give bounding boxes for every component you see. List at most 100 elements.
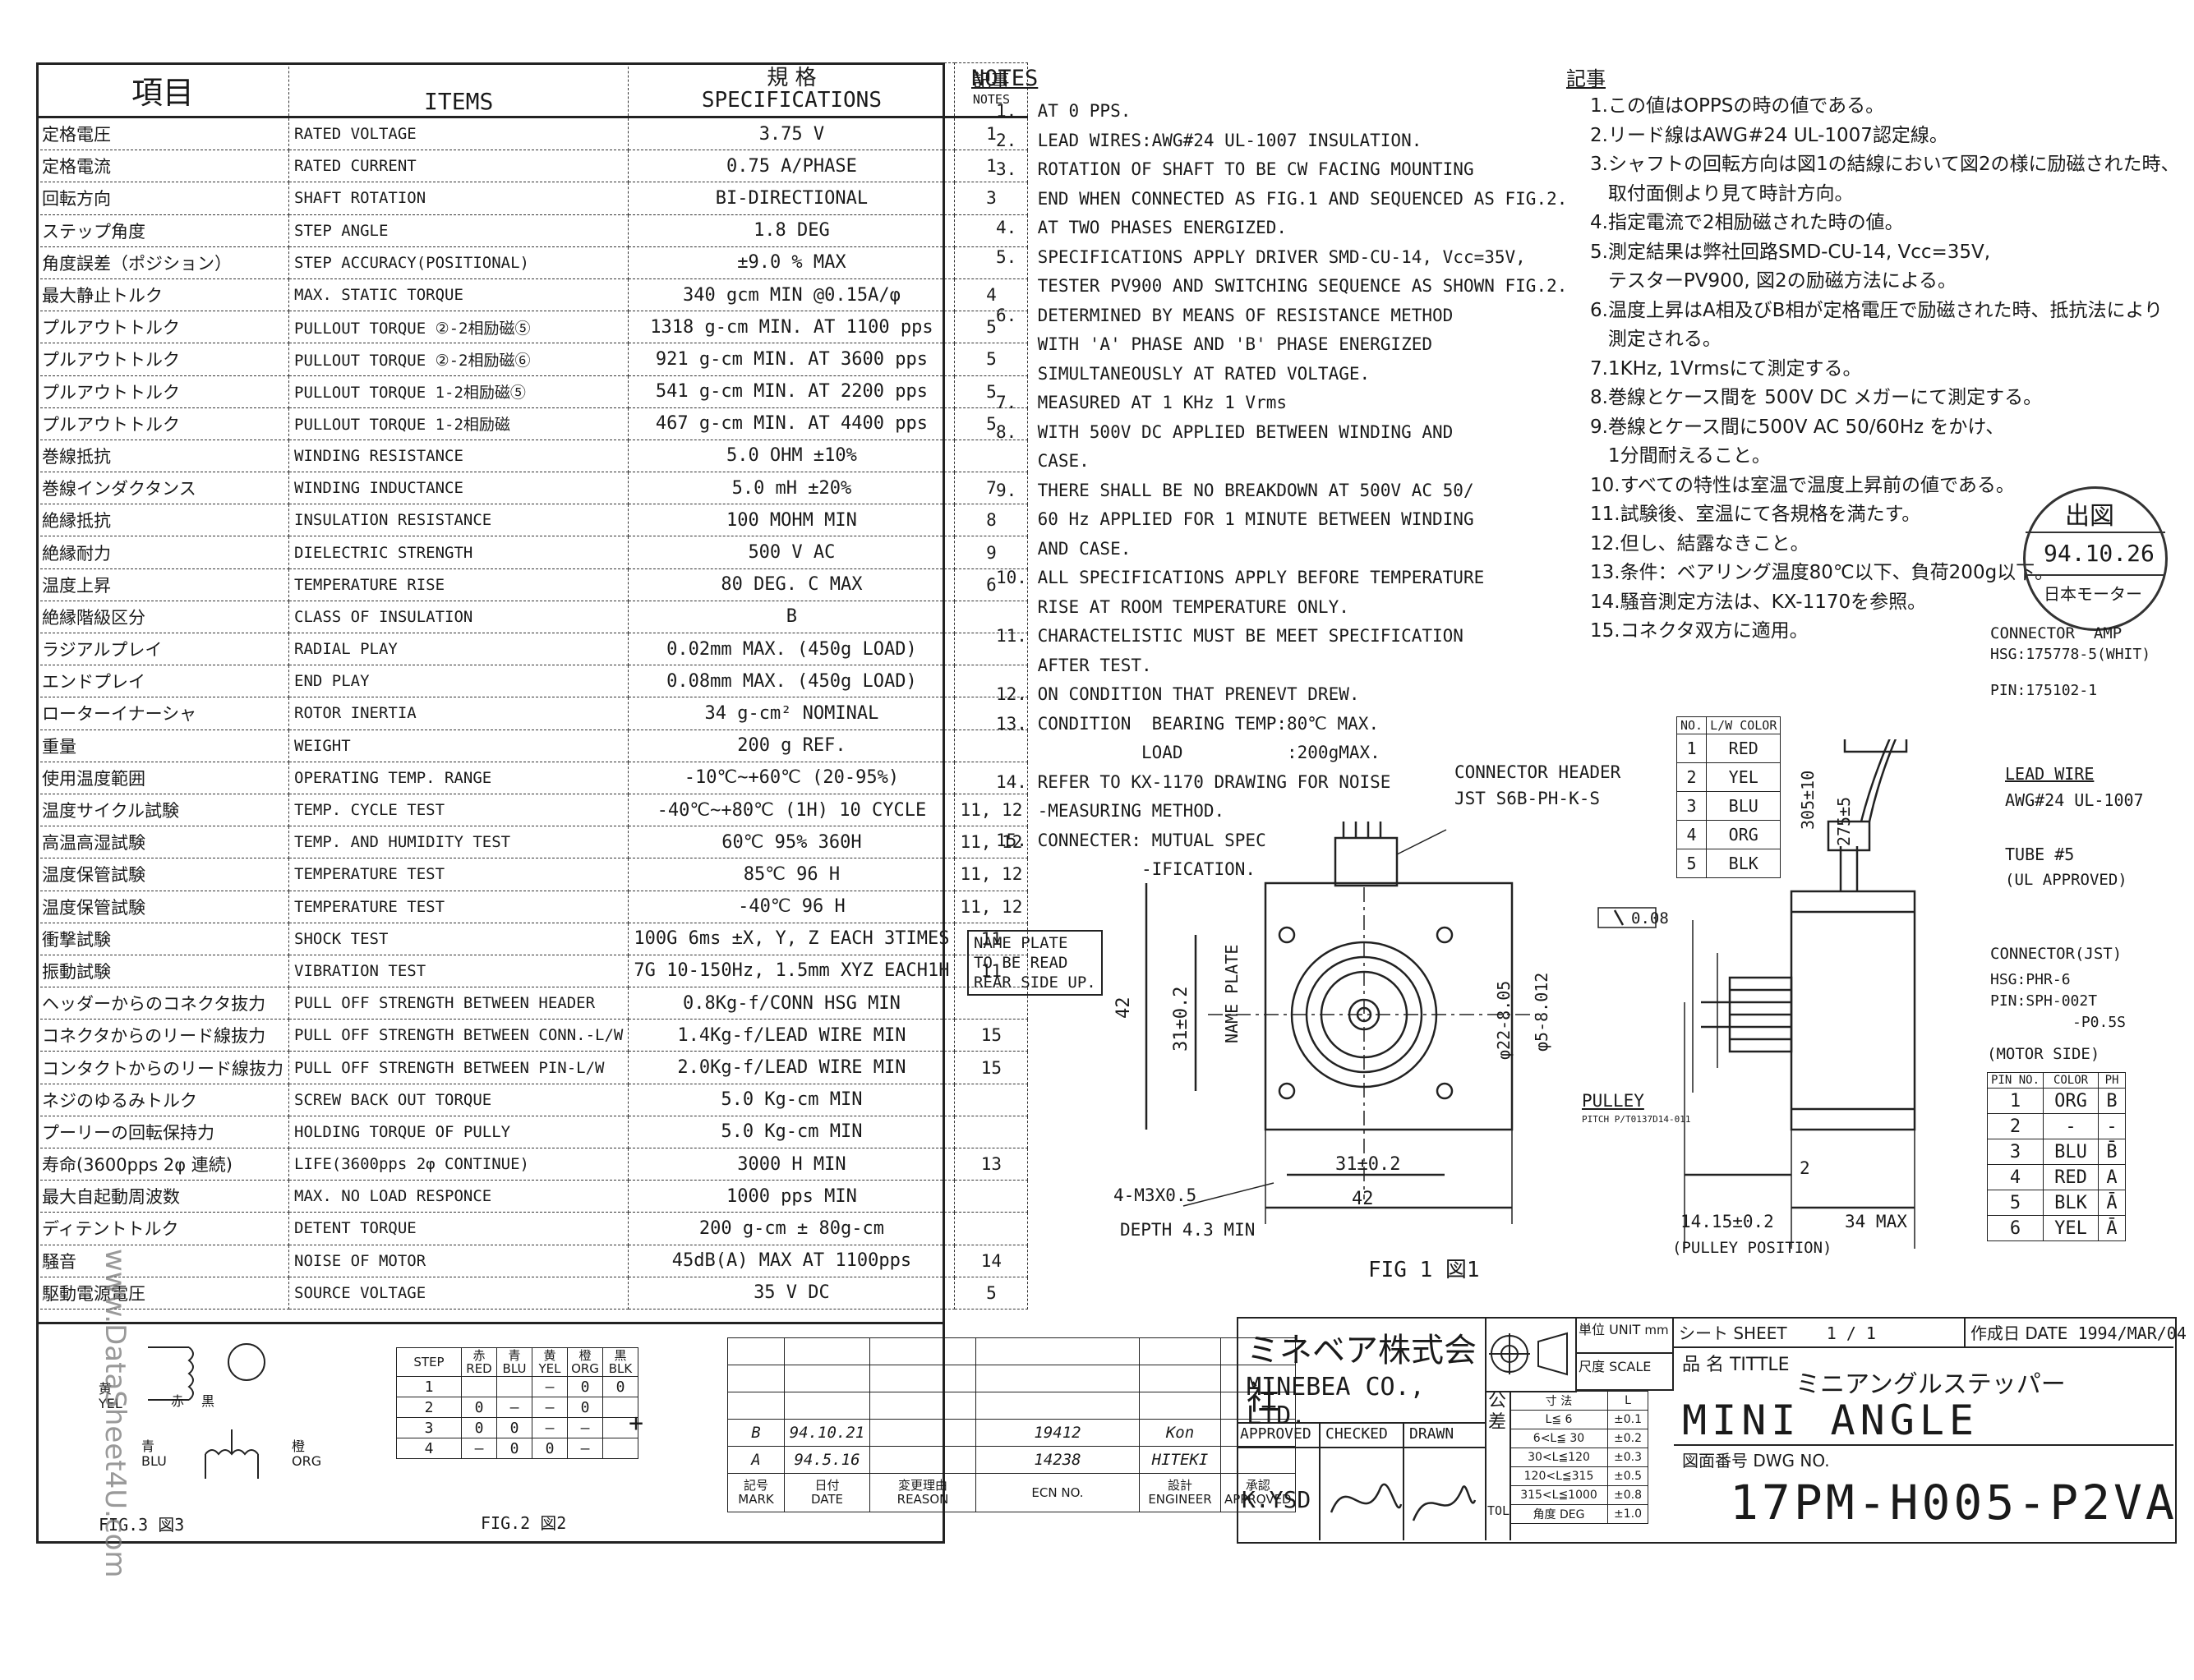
fig2-cell: 0 — [567, 1376, 603, 1397]
fig2-cell: 0 — [461, 1397, 497, 1418]
spec-table: 項目 ITEMS 規 格 SPECIFICATIONS 記事 NOTES 定格電… — [36, 62, 1029, 1309]
release-stamp: 出図 94.10.26 日本モーター — [2023, 486, 2168, 631]
revision-blank-cell — [975, 1337, 1140, 1365]
ul-approved-label: (UL APPROVED) — [2005, 871, 2127, 889]
spec-value: 1000 pps MIN — [628, 1180, 956, 1213]
revision-blank-row — [727, 1337, 1296, 1365]
spec-value: B — [628, 600, 956, 634]
spec-item-en: SHOCK TEST — [288, 922, 629, 955]
note-jp-line: 3.シャフトの回転方向は図1の結線において図2の様に励磁された時、 — [1590, 154, 2180, 175]
spec-item-en: PULLOUT TORQUE 1-2相励磁 — [288, 407, 629, 440]
motor-pin-cell: BLU — [2043, 1139, 2100, 1165]
spec-value: 100G 6ms ±X, Y, Z EACH 3TIMES — [628, 922, 956, 955]
wire-cell: 1 — [1675, 734, 1708, 763]
fig2-header-cell: 黒 BLK — [602, 1347, 638, 1377]
motor-pin-cell: 2 — [1986, 1113, 2044, 1139]
spec-item-jp: プルアウトトルク — [36, 407, 289, 440]
unit-cell: 単位 UNIT mm — [1575, 1317, 1674, 1354]
note-line: 60 Hz APPLIED FOR 1 MINUTE BETWEEN WINDI… — [996, 509, 1474, 529]
note-jp-line: 12.但し、結露なきこと。 — [1590, 532, 1809, 555]
notes-en-list: 1. AT 0 PPS.2. LEAD WIRES:AWG#24 UL-1007… — [996, 97, 1567, 885]
notes-title: NOTES — [971, 66, 1039, 91]
spec-note-ref: 5 — [954, 375, 1029, 408]
spec-note-ref — [954, 214, 1029, 247]
revision-blank-cell — [1220, 1392, 1296, 1420]
spec-value: 0.08mm MAX. (450g LOAD) — [628, 665, 956, 698]
approver-name: K.YSD — [1242, 1486, 1311, 1513]
spec-item-jp: コンタクトからのリード線抜力 — [36, 1051, 289, 1084]
spec-value: 500 V AC — [628, 536, 956, 569]
spec-note-ref — [954, 697, 1029, 730]
revision-mark: A — [727, 1446, 785, 1474]
revision-blank-row — [727, 1392, 1296, 1420]
wire-cell: BLK — [1706, 849, 1781, 878]
hsg2-label: HSG:PHR-6 — [1990, 971, 2071, 988]
spec-note-ref — [954, 246, 1029, 279]
revision-date: 94.5.16 — [784, 1446, 870, 1474]
note-jp-line: 2.リード線はAWG#24 UL-1007認定線。 — [1590, 124, 1948, 146]
fig2-cell: 0 — [532, 1438, 568, 1459]
tolerance-cell: 角度 DEG — [1510, 1504, 1608, 1524]
revision-blank-cell — [784, 1337, 870, 1365]
fig1-drawing — [1145, 739, 1916, 1249]
fig3-red: 赤 — [171, 1393, 185, 1409]
awg-label: AWG#24 UL-1007 — [2005, 790, 2144, 810]
tolerance-row: 角度 DEG±1.0 — [1510, 1504, 1648, 1524]
spec-item-en: SOURCE VOLTAGE — [288, 1276, 629, 1309]
tolerance-cell: ±0.5 — [1607, 1466, 1648, 1486]
spec-item-jp: プーリーの回転保持力 — [36, 1115, 289, 1149]
note-jp-line: 1分間耐えること。 — [1590, 445, 1771, 467]
spec-note-ref: 11 — [954, 922, 1029, 955]
spec-value: 541 g-cm MIN. AT 2200 pps — [628, 375, 956, 408]
wire-cell: YEL — [1706, 762, 1781, 792]
pin2b-label: -P0.5S — [2072, 1014, 2127, 1031]
motor-pin-cell: ORG — [2043, 1088, 2100, 1114]
spec-value: 200 g-cm ± 80g-cm — [628, 1212, 956, 1245]
spec-value: 100 MOHM MIN — [628, 504, 956, 537]
spec-note-ref: 9 — [954, 536, 1029, 569]
scale-cell: 尺度 SCALE — [1575, 1354, 1674, 1391]
spec-value: 35 V DC — [628, 1276, 956, 1309]
wire-cell: 3 — [1675, 791, 1708, 821]
note-jp-line: 取付面側より見て時計方向。 — [1590, 182, 1854, 205]
spec-item-jp: コネクタからのリード線抜力 — [36, 1019, 289, 1052]
motor-pin-cell: B — [2098, 1088, 2127, 1114]
spec-item-en: PULL OFF STRENGTH BETWEEN HEADER — [288, 987, 629, 1020]
revision-blank-cell — [1139, 1365, 1221, 1392]
motor-pin-cell: YEL — [2043, 1215, 2100, 1241]
screw-label: 4-M3X0.5 — [1113, 1185, 1197, 1205]
fig2-cell: — — [532, 1397, 568, 1418]
spec-value: 921 g-cm MIN. AT 3600 pps — [628, 343, 956, 376]
connector-amp-label: CONNECTOR AMP — [1990, 624, 2123, 642]
title-divider — [1674, 1444, 2173, 1446]
tol-en: TOL — [1487, 1503, 1510, 1518]
spec-item-jp: 騒音 — [36, 1244, 289, 1277]
spec-item-en: PULL OFF STRENGTH BETWEEN PIN-L/W — [288, 1051, 629, 1084]
stamp-line — [2026, 574, 2165, 576]
notes-jp-title: 記事 — [1566, 67, 1606, 90]
note-jp-line: 5.測定結果は弊社回路SMD-CU-14, Vcc=35V, — [1590, 241, 1991, 263]
spec-item-jp: 巻線インダクタンス — [36, 472, 289, 505]
dim-2-label: 2 — [1800, 1158, 1810, 1178]
spec-item-jp: 振動試験 — [36, 954, 289, 988]
spec-table-frame — [36, 62, 945, 1324]
revision-eng: Kon — [1139, 1419, 1221, 1447]
pulley-position-label: (PULLEY POSITION) — [1672, 1239, 1832, 1257]
spec-note-ref: 5 — [954, 407, 1029, 440]
depth-label: DEPTH 4.3 MIN — [1120, 1220, 1256, 1240]
note-line: RISE AT ROOM TEMPERATURE ONLY. — [996, 596, 1349, 617]
